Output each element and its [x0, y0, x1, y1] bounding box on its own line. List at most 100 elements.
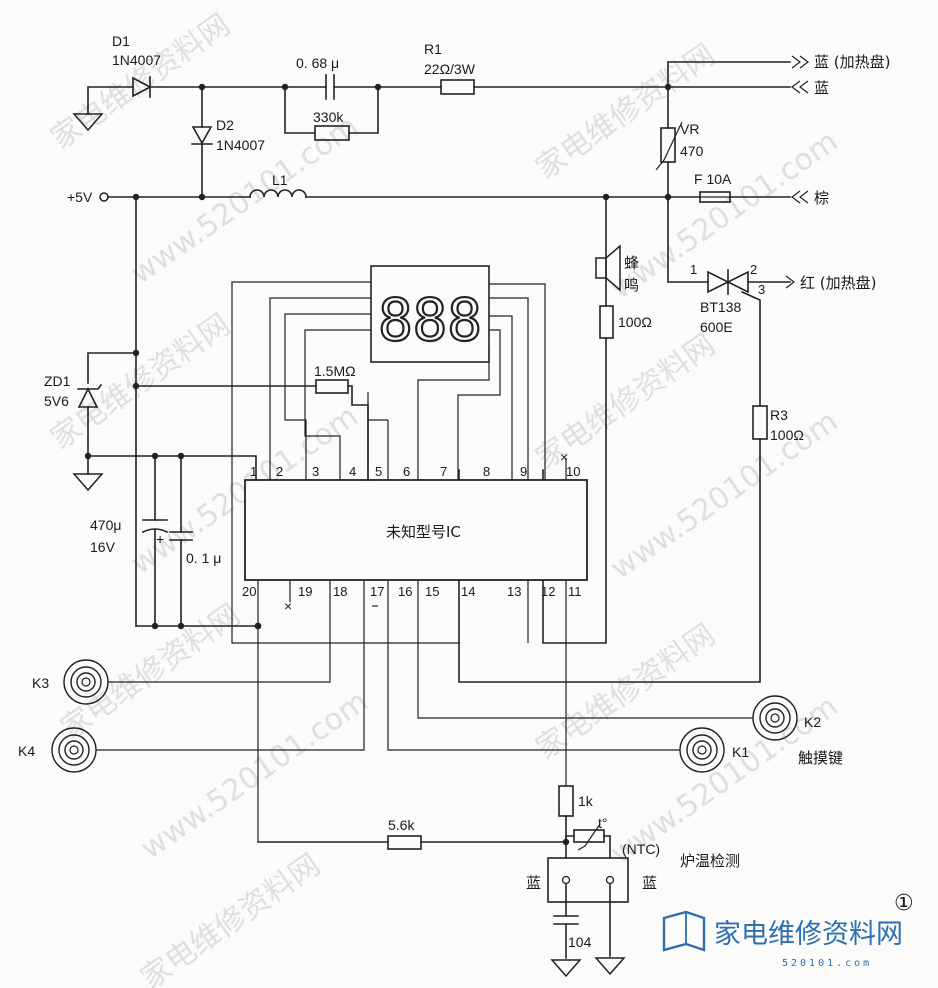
- power-rail-5v: [99, 189, 701, 202]
- zd1-name: ZD1: [44, 373, 71, 389]
- varistor-vr: [655, 86, 683, 201]
- diode-d1: [87, 76, 286, 109]
- triac-part: 600E: [700, 319, 733, 335]
- ic-pin-19: 19: [298, 584, 312, 599]
- ic-pin-1: 1: [250, 464, 257, 479]
- capacitor-470u: [141, 455, 169, 627]
- figure-number: ①: [894, 890, 914, 915]
- resistor-15m-label: 1.5MΩ: [314, 363, 356, 379]
- resistor-56k-label: 5.6k: [388, 817, 415, 833]
- k1-label: K1: [732, 744, 749, 760]
- buzzer-resistor-label: 100Ω: [618, 314, 652, 330]
- resistor-1k-label: 1k: [578, 793, 594, 809]
- resistor-330k: [284, 86, 379, 141]
- l1-label: L1: [272, 172, 288, 188]
- buzzer-label-1: 蜂: [624, 254, 639, 272]
- capacitor-470u-value: 470μ: [90, 517, 121, 533]
- ic-pin-3: 3: [312, 464, 319, 479]
- triac-pin-1: 1: [690, 262, 697, 277]
- nc-mark-pin19: ×: [284, 598, 292, 614]
- touch-key-k4: [51, 727, 97, 773]
- resistor-330k-label: 330k: [313, 109, 344, 125]
- arrow-in-blue: [791, 80, 809, 94]
- book-icon: [662, 910, 706, 952]
- ic-pin-6: 6: [403, 464, 410, 479]
- capacitor-068u-label: 0. 68 μ: [296, 55, 339, 71]
- capacitor-104-label: 104: [568, 934, 592, 950]
- watermark-cn: 家电维修资料网: [135, 847, 327, 988]
- touch-key-label: 触摸键: [798, 749, 843, 767]
- ic-pin-2: 2: [276, 464, 283, 479]
- terminal-blue-heater: 蓝 (加热盘): [814, 53, 890, 71]
- triac-pin-3: 3: [758, 282, 765, 297]
- watermark-url: www.520101.com: [135, 684, 375, 867]
- watermark-cn: 家电维修资料网: [530, 327, 722, 476]
- resistor-15m: [135, 379, 369, 481]
- k3-label: K3: [32, 675, 49, 691]
- buzzer: [595, 196, 621, 307]
- capacitor-470u-plus: +: [156, 531, 164, 547]
- triac-name: BT138: [700, 299, 741, 315]
- furnace-temp-label: 炉温检测: [680, 852, 740, 870]
- r3-name: R3: [770, 407, 788, 423]
- diode-d2: [191, 86, 213, 198]
- terminal-brown: 棕: [814, 189, 829, 207]
- resistor-56k: [257, 835, 567, 850]
- vr-value: 470: [680, 143, 704, 159]
- ic-pin-8: 8: [483, 464, 490, 479]
- vr-name: VR: [680, 121, 699, 137]
- k4-label: K4: [18, 743, 35, 759]
- touch-key-k2: [752, 695, 798, 741]
- ground-symbol: [72, 455, 104, 492]
- sensor-left-label: 蓝: [526, 874, 541, 892]
- ic-pin-16: 16: [398, 584, 412, 599]
- ic-pin-14: 14: [461, 584, 475, 599]
- capacitor-01u-label: 0. 1 μ: [186, 550, 221, 566]
- ic-pin-13: 13: [507, 584, 521, 599]
- ic-pin-9: 9: [520, 464, 527, 479]
- ic-pin-4: 4: [349, 464, 356, 479]
- ic-pin-12: 12: [541, 584, 555, 599]
- sensor-right-label: 蓝: [642, 874, 657, 892]
- touch-key-k3: [63, 659, 109, 705]
- seven-segment-display: 888: [370, 265, 490, 363]
- sensor-connector: [547, 857, 629, 957]
- watermark-cn: 家电维修资料网: [530, 37, 722, 186]
- d2-part: 1N4007: [216, 137, 265, 153]
- arrow-out-blue-heater: [791, 55, 809, 69]
- ic-pin-18: 18: [333, 584, 347, 599]
- watermark-cn: 家电维修资料网: [45, 307, 237, 456]
- plus-5v-label: +5V: [67, 189, 93, 205]
- r1-value: 22Ω/3W: [424, 61, 476, 77]
- ic-pin-5: 5: [375, 464, 382, 479]
- ic-pin-20: 20: [242, 584, 256, 599]
- ic-pin-10: 10: [566, 464, 580, 479]
- terminal-blue: 蓝: [814, 79, 829, 97]
- ic-pin-17: 17: [370, 584, 384, 599]
- triac-bt138: [667, 196, 791, 407]
- d2-name: D2: [216, 117, 234, 133]
- fuse-10a: [699, 191, 791, 203]
- ground-symbol: [594, 957, 626, 976]
- buzzer-label-2: 鸣: [624, 276, 639, 294]
- zd1-value: 5V6: [44, 393, 69, 409]
- ntc-thermistor: [565, 823, 611, 859]
- r3-value: 100Ω: [770, 427, 804, 443]
- ntc-temp-symbol: t°: [598, 815, 608, 831]
- zener-zd1: [77, 352, 137, 457]
- capacitor-470u-volt: 16V: [90, 539, 116, 555]
- ntc-label: (NTC): [622, 841, 660, 857]
- ic-pin-15: 15: [425, 584, 439, 599]
- ic-label: 未知型号IC: [386, 523, 461, 541]
- watermark-url: www.520101.com: [605, 404, 845, 587]
- resistor-1k: [558, 785, 574, 843]
- capacitor-068u: [284, 74, 379, 100]
- capacitor-104: [553, 915, 579, 959]
- r1-name: R1: [424, 41, 442, 57]
- triac-pin-2: 2: [750, 262, 757, 277]
- fuse-label: F 10A: [694, 171, 732, 187]
- d1-part: 1N4007: [112, 52, 161, 68]
- nc-mark-pin10: ×: [560, 449, 568, 465]
